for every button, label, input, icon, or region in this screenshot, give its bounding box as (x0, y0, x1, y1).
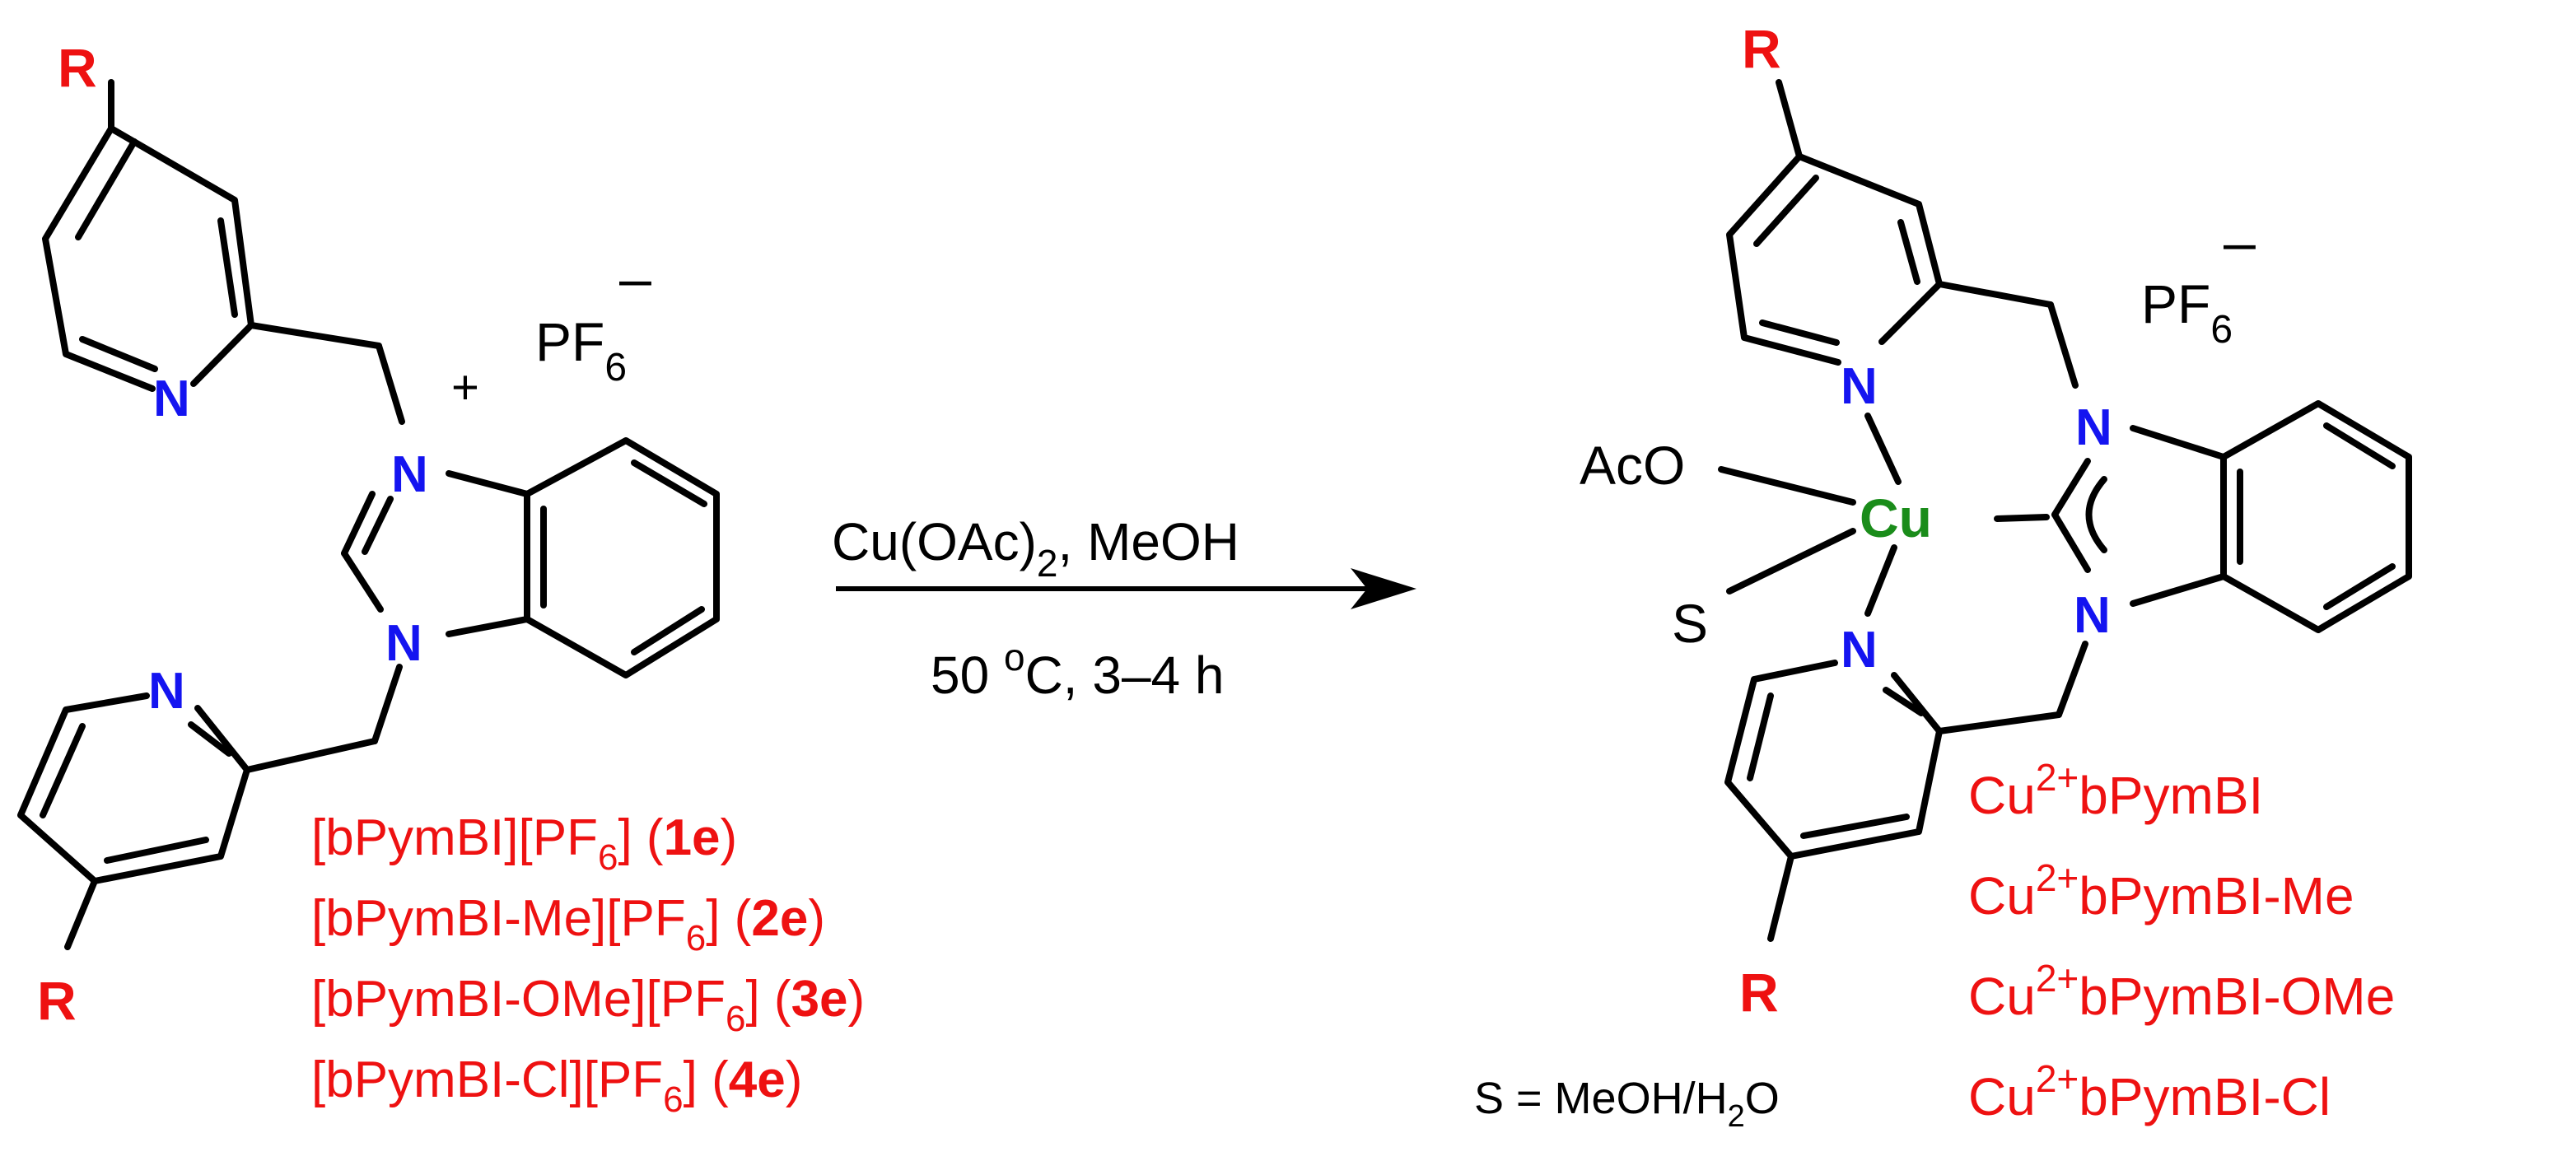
product-imidazole-n-bottom: N (2074, 587, 2111, 644)
reactant-counterion: PF6 – (535, 246, 651, 389)
reactant-benzimidazolium (341, 437, 720, 678)
product-bottom-pyridine (1724, 641, 2088, 942)
reactant-compound-2e: [bPymBI-Me][PF6] (2e) (311, 890, 825, 958)
product-top-pyridine (1726, 79, 2079, 389)
product-r-top: R (1742, 18, 1781, 79)
reaction-arrow-group: Cu(OAc)2, MeOH 50 oC, 3–4 h (832, 512, 1416, 705)
reaction-temperature-time: 50 oC, 3–4 h (931, 636, 1225, 705)
product-r-bottom: R (1739, 962, 1779, 1023)
product-pyridine-n-bottom: N (1841, 622, 1878, 678)
product-benzimidazolylidene (2051, 400, 2412, 633)
reactant-top-pyridine (42, 79, 405, 425)
product-copper-center: Cu (1860, 487, 1932, 548)
reactant-positive-charge: + (451, 361, 479, 414)
reactant-imidazolium-n-top: N (391, 446, 428, 503)
product-complex-1: Cu2+bPymBI (1968, 756, 2263, 825)
reactant-imidazolium-n-bottom: N (385, 615, 422, 672)
product-coordination-bonds (1718, 413, 2050, 617)
product-complex-list: Cu2+bPymBI Cu2+bPymBI-Me Cu2+bPymBI-OMe … (1968, 756, 2395, 1126)
reactant-pyridine-n-bottom: N (148, 663, 185, 720)
reactant-pyridine-n-top: N (153, 371, 190, 427)
product-acetate-ligand: AcO (1580, 435, 1685, 496)
reactant-compound-4e: [bPymBI-Cl][PF6] (4e) (311, 1051, 802, 1120)
reactant-r-top: R (58, 37, 97, 98)
product-pf6-label: PF6 (2141, 273, 2233, 352)
product-structure: R R N N N N Cu AcO S PF6 – S = MeOH/H2O … (1474, 18, 2412, 1134)
product-solvent-ligand: S (1672, 593, 1708, 654)
product-complex-2: Cu2+bPymBI-Me (1968, 856, 2354, 926)
reactant-bottom-pyridine (17, 664, 403, 950)
reactant-compound-3e: [bPymBI-OMe][PF6] (3e) (311, 971, 865, 1039)
product-pyridine-n-top: N (1841, 358, 1878, 415)
product-imidazole-n-top: N (2075, 399, 2112, 456)
product-complex-4: Cu2+bPymBI-Cl (1968, 1057, 2331, 1126)
reactant-structure: R R N N N N + PF6 – [bPymBI][PF6] (1e) [… (17, 37, 865, 1120)
reactant-r-bottom: R (37, 970, 77, 1031)
reaction-arrow-head (1351, 568, 1416, 609)
reactant-compound-list: [bPymBI][PF6] (1e) [bPymBI-Me][PF6] (2e)… (311, 809, 865, 1120)
product-counterion: PF6 – (2141, 210, 2256, 352)
reactant-pf6-label: PF6 (535, 311, 627, 389)
product-complex-3: Cu2+bPymBI-OMe (1968, 957, 2395, 1026)
reactant-compound-1e: [bPymBI][PF6] (1e) (311, 809, 737, 878)
product-pf6-charge: – (2224, 210, 2256, 274)
reaction-reagent: Cu(OAc)2, MeOH (832, 512, 1239, 585)
solvent-definition: S = MeOH/H2O (1474, 1074, 1780, 1134)
reactant-pf6-charge: – (619, 246, 651, 310)
